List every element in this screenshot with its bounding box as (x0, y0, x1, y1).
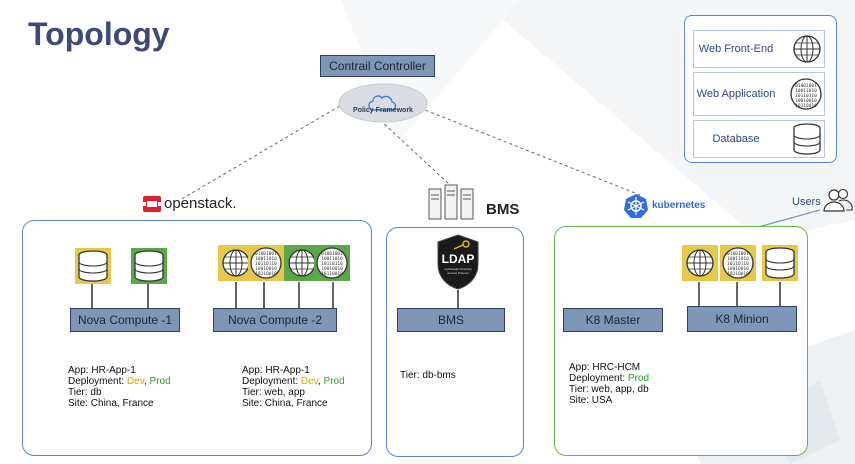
svg-text:10110110: 10110110 (321, 261, 343, 267)
users-label: Users (792, 196, 821, 208)
svg-text:10011010: 10011010 (255, 256, 277, 262)
database-icon (762, 245, 798, 281)
nova-compute-2-node[interactable]: Nova Compute -2 (213, 308, 337, 332)
svg-text:10010010: 10010010 (321, 266, 343, 272)
svg-text:10110010: 10110010 (321, 271, 343, 277)
ldap-text: LDAP (441, 252, 475, 266)
svg-text:10110110: 10110110 (255, 261, 277, 267)
nova-compute-1-node[interactable]: Nova Compute -1 (70, 308, 180, 332)
policy-framework-ellipse (338, 83, 428, 123)
users-icon (823, 188, 853, 212)
openstack-logo-text: openstack. (164, 195, 237, 212)
server-icon (428, 184, 474, 220)
svg-text:10011010: 10011010 (727, 256, 749, 262)
openstack-logo-icon (143, 196, 161, 212)
svg-text:10110010: 10110010 (795, 103, 817, 109)
svg-text:10110110: 10110110 (727, 261, 749, 267)
page-title: Topology (28, 16, 170, 52)
svg-text:10110010: 10110010 (255, 271, 277, 277)
svg-text:01001001: 01001001 (321, 251, 343, 257)
svg-text:10010010: 10010010 (795, 98, 817, 104)
bms-node[interactable]: BMS (397, 308, 505, 332)
kubernetes-info: App: HRC-HCM Deployment: Prod Tier: web,… (569, 362, 650, 406)
database-icon (131, 248, 167, 284)
k8-master-node[interactable]: K8 Master (563, 308, 663, 332)
ldap-badge-icon (437, 234, 479, 290)
database-icon (75, 248, 111, 284)
svg-text:10110010: 10110010 (727, 271, 749, 277)
policy-framework-label: Policy Framework (353, 107, 413, 114)
svg-text:01001001: 01001001 (727, 251, 749, 257)
kubernetes-logo-icon (624, 194, 648, 218)
svg-text:10010010: 10010010 (255, 266, 277, 272)
svg-text:01001001: 01001001 (795, 83, 817, 89)
svg-text:10011010: 10011010 (321, 256, 343, 262)
nova-compute-2-info: App: HR-App-1 Deployment: Dev, Prod Tier… (242, 365, 345, 409)
legend-item-web-front-end: Web Front-End (693, 30, 825, 68)
svg-text:01001001: 01001001 (255, 251, 277, 257)
legend-item-database: Database (693, 120, 825, 158)
svg-text:10011010: 10011010 (795, 88, 817, 94)
binary-icon: 01001001 10011010 10110110 10010010 1011… (790, 78, 822, 110)
database-icon (793, 123, 821, 155)
nova-compute-1-info: App: HR-App-1 Deployment: Dev, Prod Tier… (68, 365, 171, 409)
svg-text:10010010: 10010010 (727, 266, 749, 272)
legend-panel: Web Front-End Web Application 01001001 1… (684, 15, 837, 163)
legend-item-web-application: Web Application 01001001 10011010 101101… (693, 72, 825, 116)
bms-info: Tier: db-bms (400, 370, 456, 381)
bms-logo-text: BMS (486, 201, 520, 218)
svg-text:10110110: 10110110 (795, 93, 817, 99)
k8-minion-node[interactable]: K8 Minion (687, 306, 797, 332)
globe-icon (682, 245, 718, 281)
contrail-controller-node[interactable]: Contrail Controller (320, 55, 435, 77)
globe-icon (284, 245, 320, 281)
ldap-subtext: Lightweight Directory Access Protocol (443, 267, 472, 275)
kubernetes-logo-text: kubernetes (652, 200, 706, 211)
globe-icon (793, 35, 821, 63)
